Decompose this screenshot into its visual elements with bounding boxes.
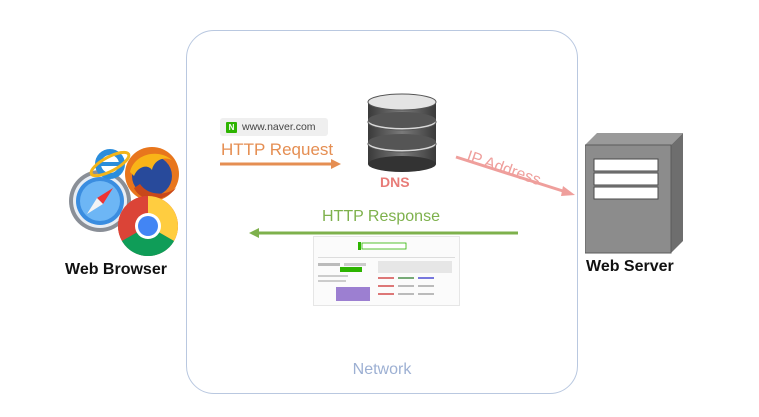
http-response-arrow bbox=[249, 228, 518, 238]
http-request-label: HTTP Request bbox=[221, 140, 334, 159]
url-text: www.naver.com bbox=[242, 121, 316, 133]
naver-logo-icon: N bbox=[226, 121, 237, 133]
internet-explorer-icon bbox=[89, 149, 131, 179]
http-request-arrow bbox=[220, 159, 341, 169]
firefox-icon bbox=[125, 147, 179, 201]
browser-icons bbox=[69, 147, 179, 256]
url-bar: N www.naver.com bbox=[220, 118, 328, 136]
safari-icon bbox=[69, 170, 131, 232]
web-server-icon bbox=[585, 133, 683, 254]
web-browser-label: Web Browser bbox=[65, 261, 167, 278]
network-label: Network bbox=[352, 361, 412, 378]
dns-label: DNS bbox=[380, 174, 410, 190]
dns-database-icon bbox=[367, 93, 437, 172]
http-response-label: HTTP Response bbox=[322, 208, 440, 225]
web-server-label: Web Server bbox=[586, 258, 674, 275]
chrome-icon bbox=[117, 196, 179, 256]
network-boundary bbox=[186, 30, 578, 394]
ip-address-arrow bbox=[455, 155, 575, 196]
webpage-thumbnail bbox=[313, 236, 460, 306]
